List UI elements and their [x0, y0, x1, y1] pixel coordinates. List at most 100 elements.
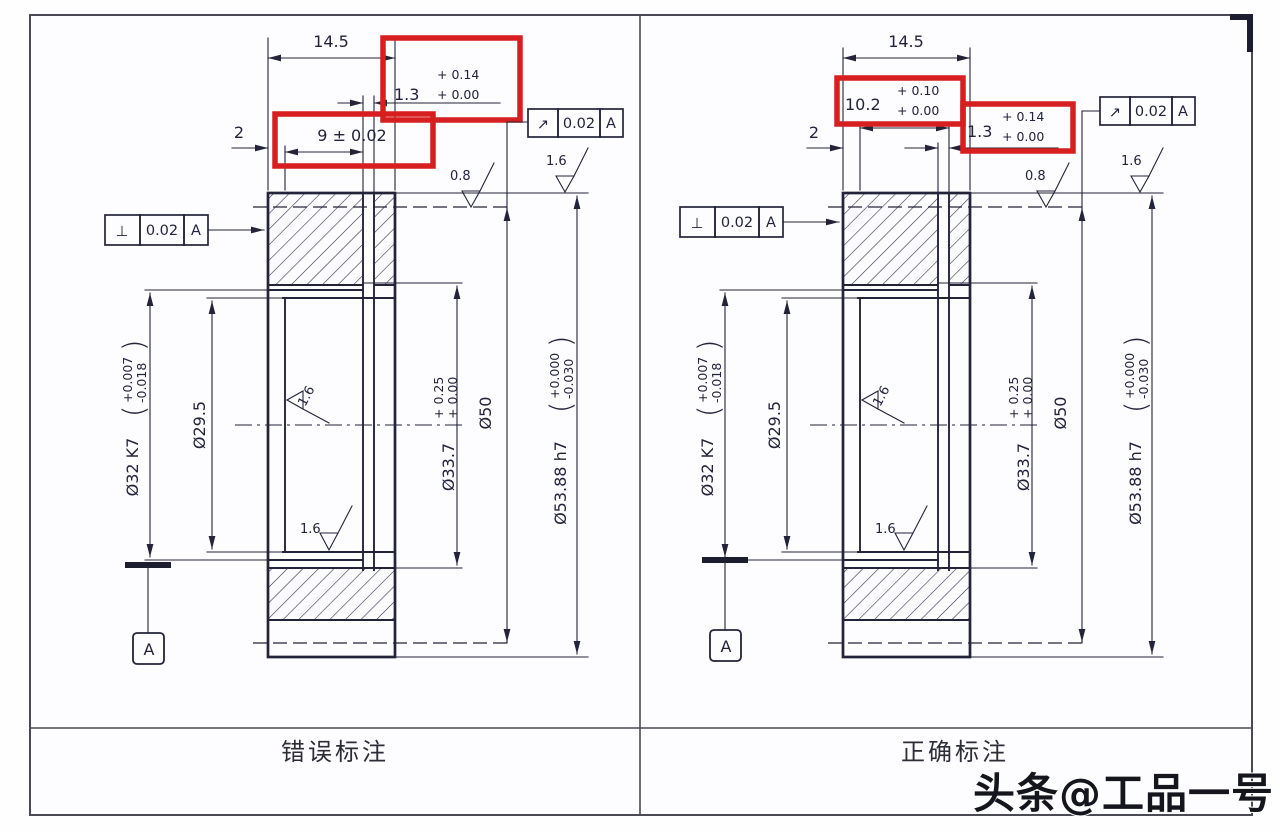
depth-tol-lower: + 0.00: [897, 103, 939, 118]
perp-datum-ref: A: [766, 215, 776, 231]
groove-width-dim: 1.3 + 0.14 + 0.00: [904, 101, 1076, 154]
paren-open: (: [1119, 402, 1153, 413]
perpendicularity-icon: ⊥: [691, 216, 704, 232]
paren-open: (: [544, 402, 578, 413]
circular-runout-fcf: ↗ 0.02 A: [1078, 96, 1196, 644]
width-dim-value: 14.5: [888, 32, 924, 51]
paren-close: ): [544, 336, 578, 347]
roughness-value: 1.6: [546, 154, 567, 169]
panel-wrong: 14.5 2 9 ± 0.02 1.3 + 0.14 + 0.00: [104, 32, 624, 766]
step-dim-value: 2: [234, 123, 244, 142]
paren-close: ): [1119, 336, 1153, 347]
panel-correct: 14.5 2 10.2 + 0.10 + 0.00 1.3 + 0.14 + 0…: [679, 32, 1196, 766]
step-dim-value: 2: [809, 123, 819, 142]
correct-highlight-box: [834, 75, 966, 127]
dia-value: Ø53.88 h7: [551, 441, 570, 525]
dia-value: Ø33.7: [439, 443, 458, 491]
groove-dia-dim: Ø33.7 + 0.25 + 0.00: [1006, 285, 1036, 566]
perpendicularity-icon: ⊥: [116, 224, 129, 240]
root-dia-dim: Ø50: [1051, 397, 1070, 430]
roughness-od: 1.6: [1121, 147, 1164, 194]
paren-close: ): [692, 340, 726, 351]
bore-dia-dim: Ø29.5: [765, 300, 791, 550]
dia-value: Ø50: [1051, 397, 1070, 430]
panel-caption-correct: 正确标注: [901, 738, 1009, 766]
tol-lower: -0.018: [709, 363, 724, 403]
groove-width-value: 1.3: [967, 122, 992, 141]
extension-lines: [719, 47, 1164, 658]
depth-dim-correct: 10.2 + 0.10 + 0.00: [834, 75, 966, 132]
runout-tolerance: 0.02: [563, 116, 595, 132]
roughness-od: 1.6: [546, 147, 589, 194]
paren-open: (: [117, 406, 151, 417]
corner-mark: [1230, 14, 1253, 52]
tol-upper: +0.007: [120, 357, 135, 403]
section-hatch: [268, 194, 395, 620]
groove-tol-lower: + 0.00: [1002, 129, 1044, 144]
bore-seat-dia-dim: Ø32 K7 ( +0.007 -0.018 ): [117, 292, 154, 558]
depth-tol-upper: + 0.10: [897, 83, 939, 98]
runout-tolerance: 0.02: [1135, 104, 1167, 120]
roughness-bore-lower: 1.6: [300, 505, 353, 552]
watermark: 头条@工品一号: [973, 769, 1274, 818]
roughness-bore-lower: 1.6: [875, 505, 928, 552]
error-highlight-box: [272, 111, 436, 169]
perp-tolerance: 0.02: [721, 215, 753, 231]
groove-width-dim: 1.3 + 0.14 + 0.00: [337, 35, 523, 123]
roughness-value: 0.8: [1025, 169, 1046, 184]
width-dim: 14.5: [842, 32, 971, 62]
error-highlight-box: [380, 35, 523, 123]
od-dia-dim: Ø53.88 h7 ( +0.000 -0.030 ): [544, 195, 581, 655]
part-outline: [810, 191, 1085, 659]
runout-datum-ref: A: [606, 116, 616, 132]
tol-lower: + 0.00: [445, 377, 460, 419]
perp-tolerance: 0.02: [146, 223, 178, 239]
bore-dia-dim: Ø29.5: [190, 300, 216, 550]
width-dim: 14.5: [267, 32, 396, 62]
roughness-od-groove: 0.8: [450, 162, 495, 209]
groove-tol-upper: + 0.14: [1002, 109, 1044, 124]
roughness-value: 1.6: [875, 522, 896, 537]
roughness-od-groove: 0.8: [1025, 162, 1070, 209]
step-dim: 2: [806, 123, 844, 152]
datum-a-flag: A: [125, 562, 171, 665]
groove-tol-upper: + 0.14: [437, 67, 479, 82]
datum-a-flag: A: [702, 557, 748, 662]
groove-tol-lower: + 0.00: [437, 87, 479, 102]
depth-dim-value: 10.2: [845, 95, 881, 114]
section-hatch: [843, 194, 970, 620]
perp-datum-ref: A: [191, 223, 201, 239]
tol-upper: +0.000: [1122, 353, 1137, 399]
width-dim-value: 14.5: [313, 32, 349, 51]
depth-dim-wrong: 9 ± 0.02: [272, 111, 436, 169]
circular-runout-fcf: ↗ 0.02 A: [503, 108, 624, 644]
dia-value: Ø50: [476, 397, 495, 430]
runout-icon: ↗: [537, 117, 549, 133]
tol-lower: -0.018: [134, 363, 149, 403]
step-dim: 2: [231, 123, 269, 152]
part-outline: [235, 191, 510, 659]
groove-dia-dim: Ø33.7 + 0.25 + 0.00: [431, 285, 461, 566]
od-dia-dim: Ø53.88 h7 ( +0.000 -0.030 ): [1119, 195, 1156, 655]
tol-lower: + 0.00: [1020, 377, 1035, 419]
tol-lower: -0.030: [561, 359, 576, 399]
tol-upper: +0.007: [695, 357, 710, 403]
roughness-value: 0.8: [450, 169, 471, 184]
bore-seat-dia-dim: Ø32 K7 ( +0.007 -0.018 ): [692, 292, 729, 558]
roughness-value: 1.6: [300, 522, 321, 537]
dia-value: Ø53.88 h7: [1126, 441, 1145, 525]
roughness-value: 1.6: [1121, 154, 1142, 169]
dia-value: Ø29.5: [765, 401, 784, 449]
correct-highlight-box: [960, 101, 1076, 154]
dia-value: Ø32 K7: [123, 438, 142, 497]
depth-dim-value: 9 ± 0.02: [317, 126, 386, 145]
dia-value: Ø32 K7: [698, 438, 717, 497]
paren-open: (: [692, 406, 726, 417]
panel-caption-wrong: 错误标注: [281, 738, 389, 766]
dia-value: Ø29.5: [190, 401, 209, 449]
datum-label: A: [144, 640, 155, 659]
tol-upper: + 0.25: [1006, 377, 1021, 419]
datum-label: A: [721, 637, 732, 656]
